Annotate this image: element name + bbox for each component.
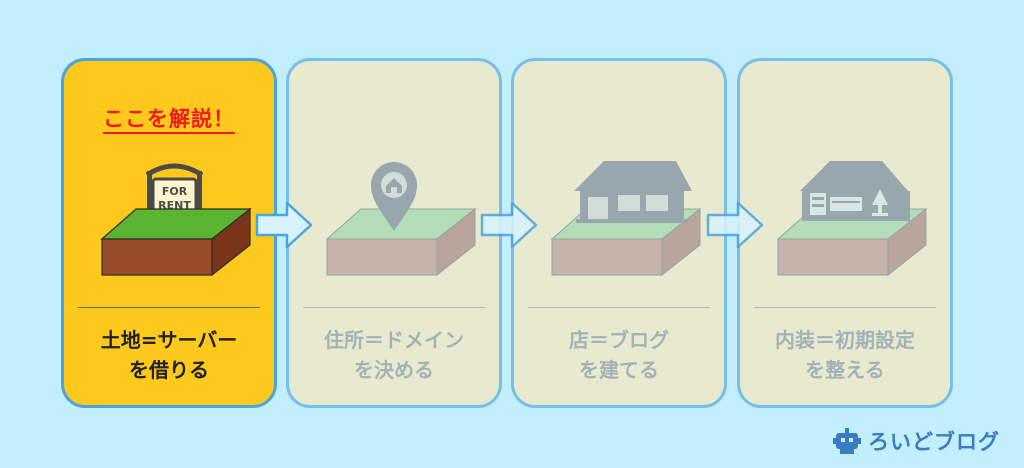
location-pin-icon	[371, 162, 417, 231]
step-caption: 内装＝初期設定 を整える	[775, 328, 915, 382]
card-divider	[754, 307, 936, 308]
explain-here-callout: ここを解説！	[64, 103, 274, 134]
land-plot-illustration: FOR RENT	[100, 163, 252, 277]
arrow-right-icon	[480, 201, 538, 249]
land-plot-illustration	[550, 161, 702, 277]
furnished-house-icon	[800, 161, 910, 221]
land-plot-illustration	[776, 161, 928, 277]
step-card-settings: 内装＝初期設定 を整える	[737, 58, 953, 408]
house-icon	[574, 161, 692, 223]
step-card-blog: 店＝ブログ を建てる	[511, 58, 727, 408]
step-caption: 店＝ブログ を建てる	[569, 328, 669, 382]
card-divider	[303, 307, 485, 308]
arrow-right-icon	[255, 201, 313, 249]
svg-text:FOR: FOR	[162, 185, 188, 198]
step-card-server: ここを解説！ FOR RENT 土地=サーバー を借りる	[61, 58, 277, 408]
step-caption: 住所＝ドメイン を決める	[324, 328, 464, 382]
step-caption: 土地=サーバー を借りる	[100, 328, 238, 382]
land-plot-illustration	[325, 162, 477, 277]
brand-logo: ろいどブログ	[832, 426, 1000, 456]
arrow-right-icon	[706, 201, 764, 249]
card-divider	[78, 307, 260, 308]
step-card-domain: 住所＝ドメイン を決める	[286, 58, 502, 408]
brand-name: ろいどブログ	[868, 430, 1000, 454]
card-divider	[528, 307, 710, 308]
robot-icon	[833, 428, 861, 454]
